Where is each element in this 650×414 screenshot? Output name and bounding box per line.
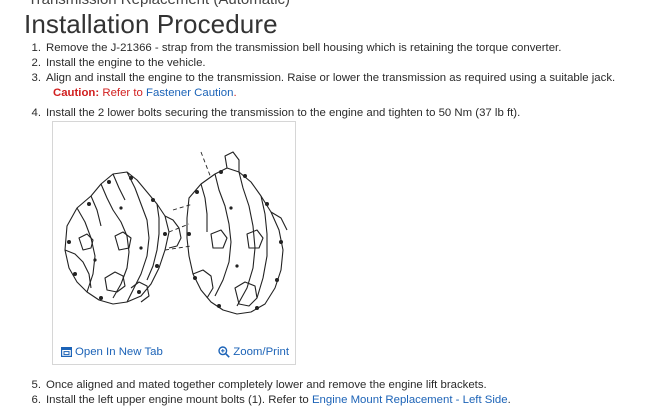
zoom-print-button[interactable]: Zoom/Print bbox=[218, 346, 289, 358]
new-tab-icon bbox=[61, 347, 72, 357]
caution-text: Refer to bbox=[99, 87, 147, 99]
step-2: 2. Install the engine to the vehicle. bbox=[22, 56, 642, 71]
open-in-new-tab-button[interactable]: Open In New Tab bbox=[61, 346, 163, 358]
step-text: Install the 2 lower bolts securing the t… bbox=[46, 107, 521, 119]
step-number: 2. bbox=[31, 57, 42, 69]
caution-note: Caution: Refer to Fastener Caution. bbox=[22, 86, 642, 101]
step-number: 1. bbox=[31, 42, 42, 54]
clipped-title: Transmission Replacement (Automatic) bbox=[28, 0, 290, 8]
step-text: Once aligned and mated together complete… bbox=[46, 379, 487, 391]
fastener-caution-link[interactable]: Fastener Caution bbox=[146, 87, 234, 99]
procedure-steps: 1. Remove the J-21366 - strap from the t… bbox=[22, 41, 642, 408]
step-text: Remove the J-21366 - strap from the tran… bbox=[46, 42, 562, 54]
step-6-after: . bbox=[507, 394, 511, 406]
step-number: 4. bbox=[31, 107, 42, 119]
step-1: 1. Remove the J-21366 - strap from the t… bbox=[22, 41, 642, 56]
page-title: Installation Procedure bbox=[24, 9, 278, 39]
caution-after: . bbox=[233, 87, 237, 99]
step-number: 6. bbox=[31, 394, 42, 406]
step-3: 3. Align and install the engine to the t… bbox=[22, 71, 642, 86]
step-6: 6. Install the left upper engine mount b… bbox=[22, 393, 642, 408]
step-6-text: Install the left upper engine mount bolt… bbox=[46, 394, 312, 406]
step-text: Align and install the engine to the tran… bbox=[46, 72, 616, 84]
engine-transmission-illustration bbox=[64, 151, 288, 315]
engine-mount-link[interactable]: Engine Mount Replacement - Left Side bbox=[311, 394, 508, 406]
step-text: Install the engine to the vehicle. bbox=[46, 57, 206, 69]
step-number: 3. bbox=[31, 72, 42, 84]
step-4: 4. Install the 2 lower bolts securing th… bbox=[22, 106, 642, 121]
caution-label: Caution: bbox=[53, 87, 100, 99]
figure-engine-transmission: Open In New Tab Zoom/Print bbox=[52, 121, 296, 365]
step-text: Install the left upper engine mount bolt… bbox=[46, 393, 511, 408]
zoom-icon bbox=[218, 346, 231, 358]
zoom-print-label: Zoom/Print bbox=[233, 346, 289, 358]
step-number: 5. bbox=[31, 379, 42, 391]
open-in-new-tab-label: Open In New Tab bbox=[75, 346, 163, 358]
step-5: 5. Once aligned and mated together compl… bbox=[22, 378, 642, 393]
figure-toolbar: Open In New Tab Zoom/Print bbox=[53, 340, 295, 364]
